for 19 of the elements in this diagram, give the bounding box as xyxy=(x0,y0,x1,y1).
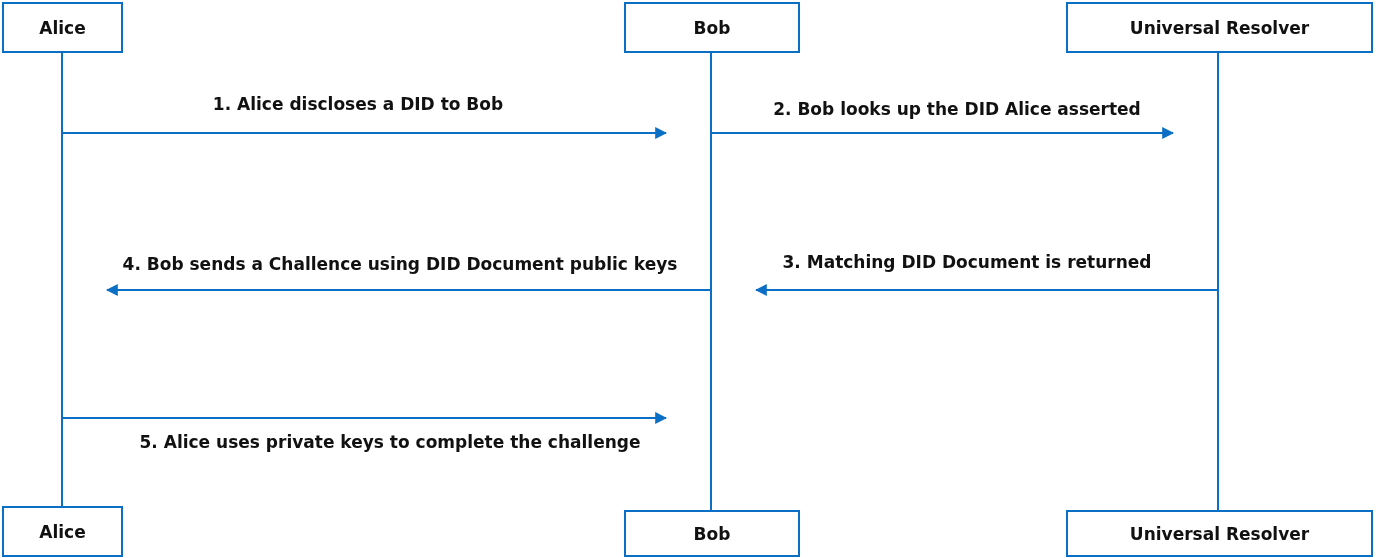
edge-label: 1. Alice discloses a DID to Bob xyxy=(212,93,504,116)
message-arrow xyxy=(105,284,711,296)
participant-box: Alice xyxy=(2,2,123,53)
participant-box: Universal Resolver xyxy=(1066,2,1373,53)
edge-label: 2. Bob looks up the DID Alice asserted xyxy=(773,98,1141,121)
message-arrow xyxy=(62,412,668,424)
edge-label: 3. Matching DID Document is returned xyxy=(782,251,1152,274)
participant-box: Bob xyxy=(624,510,800,557)
lifeline xyxy=(61,53,63,506)
message-arrow xyxy=(62,127,668,139)
participant-box: Universal Resolver xyxy=(1066,510,1373,557)
participant-box: Alice xyxy=(2,506,123,557)
message-arrow xyxy=(754,284,1218,296)
message-arrow xyxy=(711,127,1175,139)
edge-label: 4. Bob sends a Challence using DID Document public keys xyxy=(122,253,678,276)
lifeline xyxy=(1217,53,1219,510)
edge-label: 5. Alice uses private keys to complete the challenge xyxy=(139,431,641,454)
participant-box: Bob xyxy=(624,2,800,53)
lifeline xyxy=(710,53,712,510)
